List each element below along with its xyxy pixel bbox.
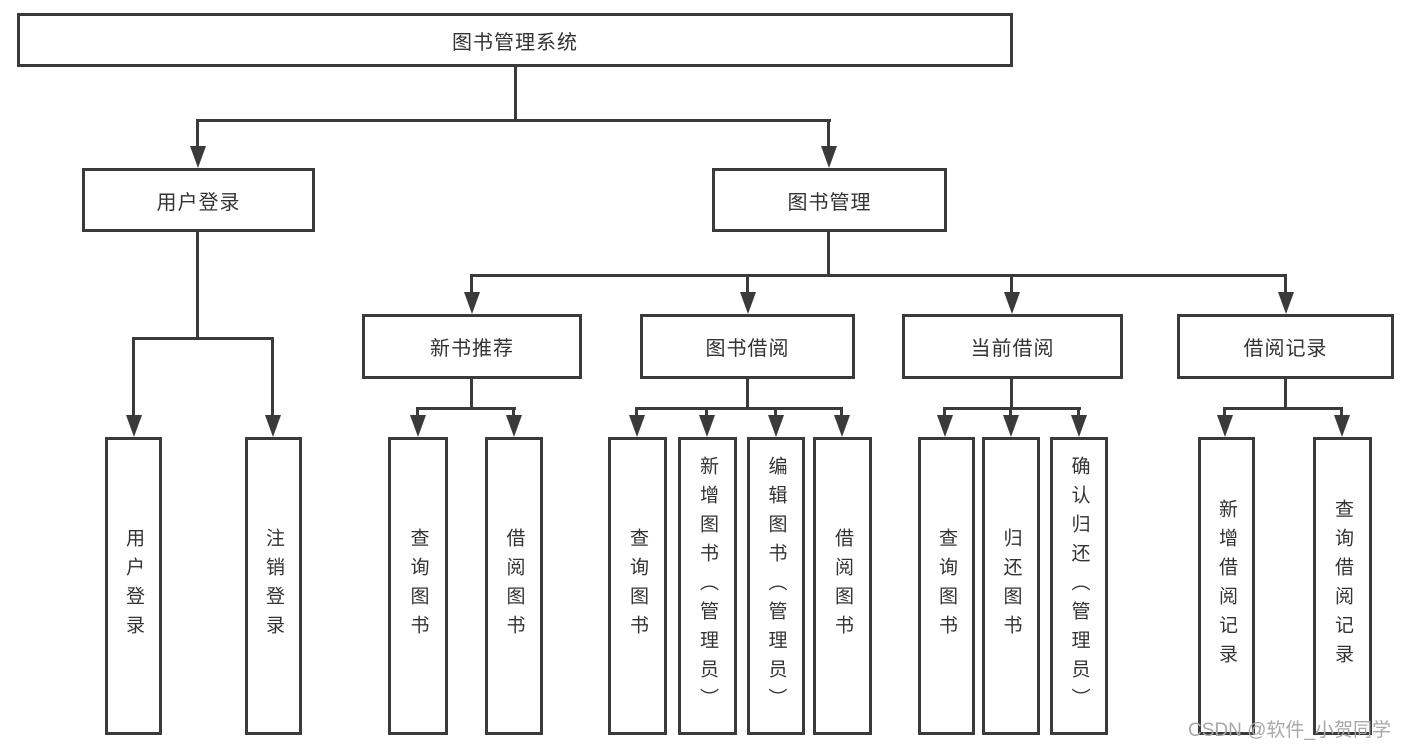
- connector-new-books-stem-1: [416, 407, 419, 417]
- leaf-cb-return-books-label: 归还图书: [1000, 528, 1022, 644]
- connector-borrow-records-stem-2: [1340, 407, 1343, 417]
- arrowhead-cb-return-books: [1003, 415, 1019, 437]
- arrowhead-logout: [265, 415, 281, 437]
- arrowhead-borrow-records: [1278, 292, 1294, 314]
- node-user-login-label: 用户登录: [156, 191, 241, 214]
- arrowhead-cb-confirm-return: [1071, 415, 1087, 437]
- connector-root-stem-user-login: [196, 119, 199, 150]
- node-book-borrow: 图书借阅: [640, 314, 855, 379]
- leaf-login-label: 用户登录: [123, 528, 144, 644]
- leaf-logout-label: 注销登录: [263, 528, 284, 644]
- connector-current-borrow-branch: [944, 407, 1081, 410]
- connector-stem-current-borrow: [1010, 274, 1013, 296]
- arrowhead-bb-add-books: [699, 415, 715, 437]
- connector-new-books-stub: [470, 379, 473, 407]
- node-root-label: 图书管理系统: [452, 31, 578, 54]
- arrowhead-current-borrow: [1004, 292, 1020, 314]
- leaf-br-query-record-label: 查询借阅记录: [1332, 499, 1353, 673]
- connector-root-branch: [197, 119, 831, 122]
- arrowhead-bb-query-books: [629, 415, 645, 437]
- connector-stem-new-books: [470, 274, 473, 296]
- connector-stem-book-borrow: [746, 274, 749, 296]
- arrowhead-login: [126, 415, 142, 437]
- node-root: 图书管理系统: [17, 13, 1013, 67]
- leaf-cb-confirm-return: 确认归还（管理员）: [1050, 437, 1108, 735]
- connector-borrow-records-stem-1: [1223, 407, 1226, 417]
- leaf-br-query-record: 查询借阅记录: [1313, 437, 1372, 735]
- leaf-cb-query-books: 查询图书: [918, 437, 975, 735]
- node-new-books-label: 新书推荐: [430, 338, 514, 360]
- node-book-mgmt-label: 图书管理: [787, 191, 872, 214]
- arrowhead-br-query-record: [1334, 415, 1350, 437]
- arrowhead-bb-edit-books: [768, 415, 784, 437]
- leaf-cb-confirm-return-label: 确认归还（管理员）: [1068, 455, 1090, 717]
- connector-new-books-stem-2: [512, 407, 515, 417]
- arrowhead-nb-borrow-books: [506, 415, 522, 437]
- leaf-bb-edit-books: 编辑图书（管理员）: [747, 437, 805, 735]
- connector-book-mgmt-stub: [827, 232, 830, 274]
- connector-book-borrow-stub: [746, 379, 749, 407]
- leaf-cb-return-books: 归还图书: [982, 437, 1040, 735]
- node-borrow-records-label: 借阅记录: [1243, 338, 1328, 360]
- connector-user-login-stub: [196, 232, 199, 337]
- leaf-login: 用户登录: [105, 437, 162, 735]
- leaf-bb-query-books: 查询图书: [608, 437, 667, 735]
- connector-book-borrow-stem-1: [635, 407, 638, 417]
- leaf-bb-add-books: 新增图书（管理员）: [678, 437, 737, 735]
- connector-current-borrow-stem-3: [1077, 407, 1080, 417]
- connector-borrow-records-stub: [1284, 379, 1287, 407]
- arrowhead-bb-borrow-books: [834, 415, 850, 437]
- node-borrow-records: 借阅记录: [1177, 314, 1394, 379]
- arrowhead-book-mgmt: [821, 146, 837, 168]
- connector-book-borrow-stem-3: [774, 407, 777, 417]
- connector-root-stem-book-mgmt: [827, 119, 830, 150]
- connector-book-borrow-stem-2: [705, 407, 708, 417]
- leaf-logout: 注销登录: [245, 437, 302, 735]
- leaf-br-add-record-label: 新增借阅记录: [1216, 499, 1237, 673]
- connector-new-books-branch: [417, 407, 516, 410]
- leaf-br-add-record: 新增借阅记录: [1198, 437, 1255, 735]
- csdn-watermark: CSDN @软件_小贺同学: [1188, 720, 1391, 741]
- node-user-login: 用户登录: [82, 168, 315, 232]
- arrowhead-book-borrow: [740, 292, 756, 314]
- leaf-bb-borrow-books-label: 借阅图书: [832, 528, 853, 644]
- connector-book-borrow-stem-4: [840, 407, 843, 417]
- node-current-borrow-label: 当前借阅: [970, 338, 1055, 360]
- connector-current-borrow-stub: [1010, 379, 1013, 407]
- connector-root-stub: [514, 67, 517, 119]
- leaf-cb-query-books-label: 查询图书: [936, 528, 957, 644]
- connector-user-login-branch: [133, 337, 274, 340]
- node-new-books: 新书推荐: [362, 314, 582, 379]
- node-current-borrow: 当前借阅: [902, 314, 1123, 379]
- connector-book-borrow-branch: [636, 407, 843, 410]
- leaf-nb-query-books: 查询图书: [388, 437, 448, 735]
- connector-stem-borrow-records: [1284, 274, 1287, 296]
- leaf-nb-query-books-label: 查询图书: [407, 528, 429, 644]
- leaf-bb-query-books-label: 查询图书: [627, 528, 648, 644]
- leaf-nb-borrow-books: 借阅图书: [485, 437, 543, 735]
- arrowhead-user-login: [190, 146, 206, 168]
- node-book-borrow-label: 图书借阅: [705, 338, 790, 360]
- connector-borrow-records-branch: [1224, 407, 1343, 410]
- node-book-mgmt: 图书管理: [712, 168, 947, 232]
- leaf-bb-add-books-label: 新增图书（管理员）: [697, 455, 718, 717]
- connector-user-login-stem-logout: [271, 337, 274, 417]
- connector-current-borrow-stem-2: [1009, 407, 1012, 417]
- leaf-nb-borrow-books-label: 借阅图书: [503, 528, 525, 644]
- arrowhead-br-add-record: [1217, 415, 1233, 437]
- connector-user-login-stem-login: [132, 337, 135, 417]
- connector-current-borrow-stem-1: [943, 407, 946, 417]
- connector-book-mgmt-branch: [471, 274, 1287, 277]
- leaf-bb-edit-books-label: 编辑图书（管理员）: [765, 455, 787, 717]
- leaf-bb-borrow-books: 借阅图书: [813, 437, 872, 735]
- arrowhead-nb-query-books: [410, 415, 426, 437]
- arrowhead-cb-query-books: [937, 415, 953, 437]
- arrowhead-new-books: [464, 292, 480, 314]
